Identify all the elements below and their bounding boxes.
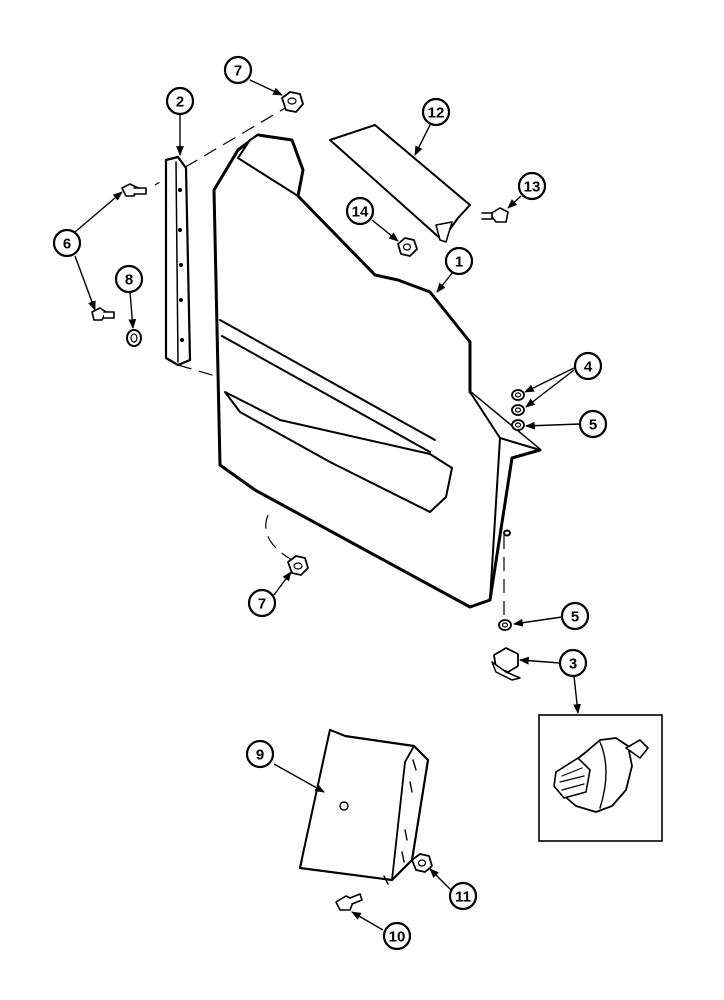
callout-13: 13 bbox=[517, 171, 547, 201]
bracket-part-2 bbox=[164, 155, 192, 367]
hardware-fastener-3 bbox=[491, 647, 521, 681]
svg-text:7: 7 bbox=[258, 596, 266, 613]
hardware-nuts-4 bbox=[511, 389, 525, 416]
svg-text:1: 1 bbox=[455, 254, 463, 271]
hardware-washer-8 bbox=[126, 329, 142, 347]
leader-lines bbox=[74, 79, 581, 931]
side-panel-part-1 bbox=[212, 133, 542, 609]
svg-text:13: 13 bbox=[524, 179, 541, 196]
callout-8: 8 bbox=[114, 264, 144, 294]
svg-text:3: 3 bbox=[569, 656, 577, 673]
callout-5-top: 5 bbox=[578, 409, 608, 439]
svg-text:5: 5 bbox=[571, 609, 579, 626]
callout-3: 3 bbox=[558, 648, 588, 678]
svg-text:2: 2 bbox=[176, 94, 184, 111]
hardware-washer-5-bottom bbox=[498, 619, 512, 631]
callout-9: 9 bbox=[245, 739, 275, 769]
hardware-nut-7-top bbox=[281, 91, 304, 113]
svg-text:11: 11 bbox=[455, 889, 471, 906]
svg-text:5: 5 bbox=[589, 417, 597, 434]
callout-4: 4 bbox=[573, 351, 603, 381]
callout-11: 11 bbox=[448, 881, 478, 911]
svg-text:6: 6 bbox=[63, 236, 71, 253]
svg-text:8: 8 bbox=[125, 272, 133, 289]
hardware-nut-11 bbox=[411, 853, 433, 873]
callout-1: 1 bbox=[444, 246, 474, 276]
hardware-nut-7-bottom bbox=[287, 555, 309, 576]
hardware-washer-5-top bbox=[511, 419, 525, 431]
callout-7-top: 7 bbox=[223, 55, 253, 85]
detail-inset-part-3 bbox=[538, 714, 663, 842]
svg-text:9: 9 bbox=[256, 747, 264, 764]
callout-6: 6 bbox=[52, 228, 82, 258]
callout-5-bottom: 5 bbox=[560, 601, 590, 631]
svg-text:14: 14 bbox=[352, 204, 369, 221]
hardware-screw-10 bbox=[335, 893, 363, 911]
callout-2: 2 bbox=[165, 86, 195, 116]
hardware-screw-6-top bbox=[121, 183, 147, 197]
hardware-screw-13 bbox=[481, 207, 509, 223]
callout-10: 10 bbox=[382, 921, 412, 951]
hardware-screw-6-bottom bbox=[91, 307, 115, 321]
bottom-bracket-part-9 bbox=[298, 728, 430, 885]
svg-text:7: 7 bbox=[234, 63, 242, 80]
hardware-nut-14 bbox=[397, 237, 418, 257]
callout-14: 14 bbox=[345, 196, 375, 226]
svg-text:12: 12 bbox=[428, 105, 445, 122]
svg-text:4: 4 bbox=[584, 359, 593, 376]
callout-7-bottom: 7 bbox=[247, 588, 277, 618]
callout-12: 12 bbox=[421, 97, 451, 127]
cover-plate-part-12 bbox=[329, 124, 471, 243]
svg-text:10: 10 bbox=[389, 929, 406, 946]
